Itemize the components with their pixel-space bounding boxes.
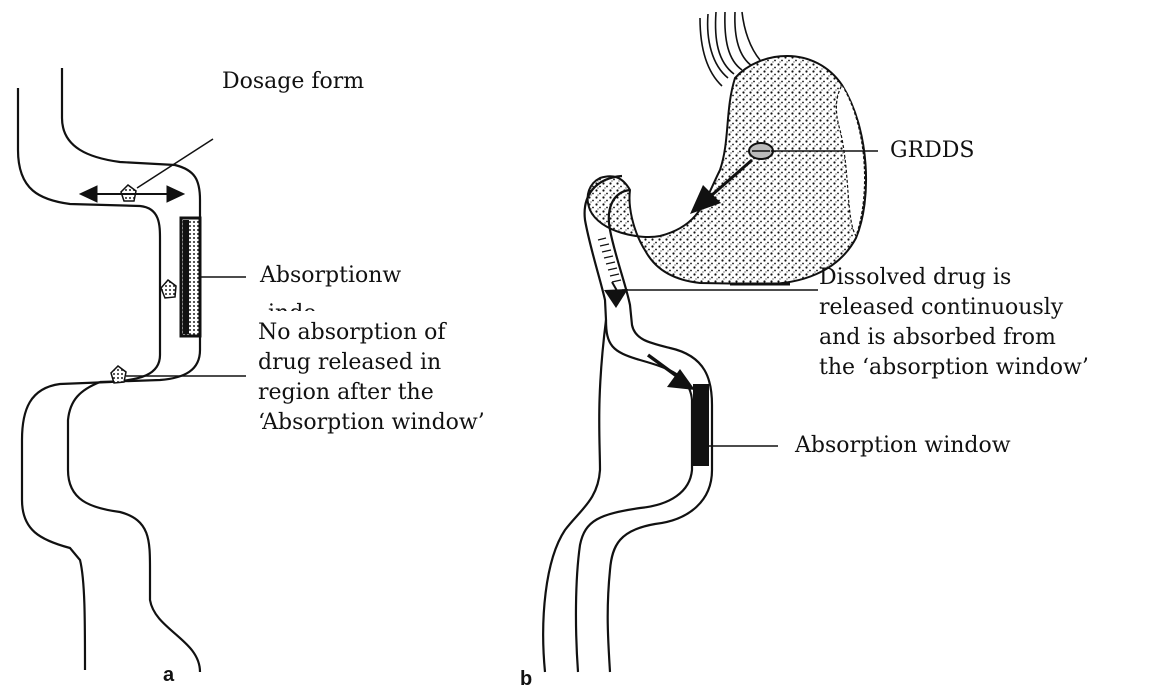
arrowhead-right bbox=[167, 186, 184, 202]
label-dissolved-drug: Dissolved drug is released continuously … bbox=[819, 263, 1089, 383]
panel-a-intestine bbox=[18, 68, 200, 672]
label-absorption-window-a-cont: indo bbox=[268, 300, 317, 311]
dosage-form-particles bbox=[111, 185, 176, 383]
panel-letter-b: b bbox=[520, 668, 532, 689]
label-absorption-window-a: Absorptionw bbox=[260, 262, 401, 290]
label-no-absorption: No absorption of drug released in region… bbox=[258, 318, 485, 438]
label-grdds: GRDDS bbox=[890, 137, 975, 165]
dosage-form-particle-3 bbox=[111, 366, 126, 383]
stomach bbox=[588, 56, 866, 284]
dosage-form-particle-2 bbox=[161, 280, 176, 298]
intestine-b-far-left-wall bbox=[543, 320, 606, 672]
absorption-window-bar-b bbox=[693, 384, 709, 466]
label-dosage-form: Dosage form bbox=[222, 68, 364, 96]
intestine-arrow bbox=[648, 355, 695, 390]
intestine-left-wall bbox=[18, 88, 160, 670]
label-absorption-window-b: Absorption window bbox=[795, 432, 1011, 460]
panel-letter-a: a bbox=[163, 664, 174, 687]
absorption-window-bar-a-core bbox=[183, 220, 189, 334]
duodenum-arrowhead bbox=[604, 289, 628, 308]
arrowhead-left bbox=[80, 186, 97, 202]
